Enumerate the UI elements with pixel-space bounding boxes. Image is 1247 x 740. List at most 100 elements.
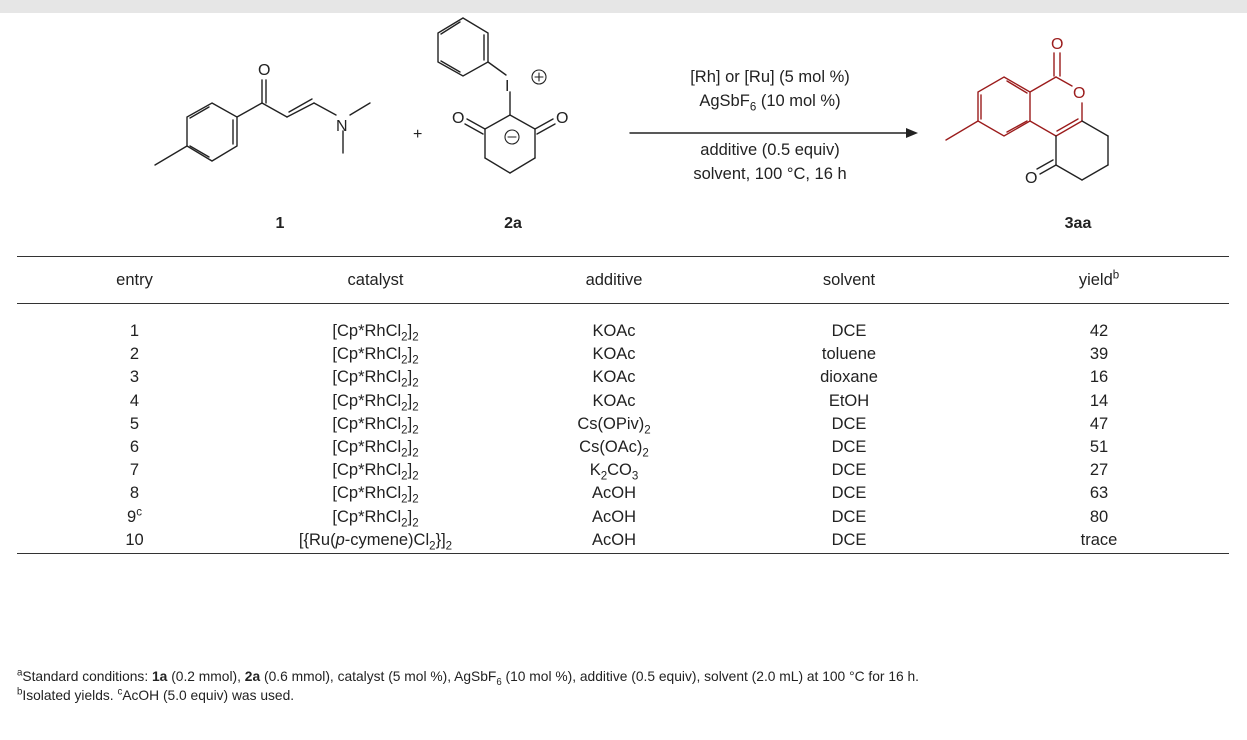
footnote-a-text-4: (10 mol %), additive (0.5 equiv), solven… bbox=[501, 669, 920, 684]
footnote-a-text-2: (0.2 mmol), bbox=[167, 669, 245, 684]
cell-entry: 4 bbox=[129, 391, 140, 410]
header-yield: yieldb bbox=[969, 256, 1229, 304]
cell-catalyst: [{Ru(p-cymene)Cl2}]2 bbox=[252, 528, 499, 554]
scheme-drawing: O N I O O + O O O bbox=[154, 17, 1109, 187]
footnote-c-text: AcOH (5.0 equiv) was used. bbox=[122, 688, 295, 703]
cell-additive: AcOH bbox=[499, 528, 729, 554]
cell-yield: trace bbox=[969, 528, 1229, 554]
conditions-loading: (10 mol %) bbox=[756, 92, 841, 110]
compound-label-3aa: 3aa bbox=[1064, 215, 1092, 232]
conditions-below-1: additive (0.5 equiv) bbox=[700, 141, 840, 159]
cell-solvent: dioxane bbox=[820, 368, 878, 387]
cell-solvent: toluene bbox=[821, 345, 877, 364]
footnote-bc: bIsolated yields. cAcOH (5.0 equiv) was … bbox=[17, 686, 1232, 705]
header-entry: entry bbox=[17, 256, 252, 304]
header-catalyst: catalyst bbox=[252, 256, 499, 304]
header-yield-text: yield bbox=[1078, 270, 1113, 289]
cell-catalyst: [Cp*RhCl2]2 bbox=[332, 368, 419, 390]
cell-additive: Cs(OAc)2 bbox=[579, 438, 649, 460]
footnote-a-text: Standard conditions: bbox=[22, 669, 152, 684]
cell-solvent: EtOH bbox=[828, 391, 870, 410]
table-row: 5 [Cp*RhCl2]2 Cs(OPiv)2 DCE 47 bbox=[17, 413, 1229, 436]
conditions-below-2: solvent, 100 °C, 16 h bbox=[693, 165, 847, 183]
atom-O-p-carbonyl: O bbox=[1051, 36, 1063, 53]
cell-yield: 63 bbox=[1089, 484, 1109, 503]
cell-entry: 1 bbox=[129, 322, 140, 341]
cell-catalyst: [Cp*RhCl2]2 bbox=[332, 345, 419, 367]
cell-catalyst: [Cp*RhCl2]2 bbox=[332, 414, 419, 437]
footnote-a-bold-2a: 2a bbox=[244, 669, 261, 684]
cell-additive: AcOH bbox=[591, 484, 636, 503]
cell-entry: 9c bbox=[127, 506, 142, 526]
atom-O-p-ring: O bbox=[1073, 85, 1085, 102]
cell-catalyst: [Cp*RhCl2]2 bbox=[332, 507, 419, 529]
cell-entry: 10 bbox=[17, 528, 252, 554]
footnote-a-bold-1a: 1a bbox=[152, 669, 168, 684]
cell-additive: KOAc bbox=[592, 345, 636, 364]
atom-O-r2-left: O bbox=[452, 110, 464, 127]
cell-additive: Cs(OPiv)2 bbox=[577, 414, 651, 437]
plus-sign: + bbox=[413, 126, 422, 143]
product-3aa-structure bbox=[945, 52, 1109, 181]
reaction-arrow bbox=[629, 128, 918, 138]
footnote-b-text: Isolated yields. bbox=[22, 688, 118, 703]
reactant-1-structure bbox=[154, 79, 371, 166]
cell-yield: 14 bbox=[1089, 391, 1109, 410]
table-row: 8 [Cp*RhCl2]2 AcOH DCE 63 bbox=[17, 482, 1229, 505]
footnote-c-mark: c bbox=[117, 686, 123, 698]
cell-solvent: DCE bbox=[831, 484, 867, 503]
optimization-table: entry catalyst additive solvent yieldb 1… bbox=[17, 256, 1229, 554]
cell-entry: 7 bbox=[129, 461, 140, 480]
conditions-above-1: [Rh] or [Ru] (5 mol %) bbox=[690, 68, 850, 86]
cell-catalyst: [Cp*RhCl2]2 bbox=[332, 391, 419, 413]
reactant-2a-structure bbox=[437, 17, 556, 174]
cell-catalyst: [Cp*RhCl2]2 bbox=[332, 438, 419, 460]
compound-label-1: 1 bbox=[275, 215, 285, 232]
cell-yield: 51 bbox=[1089, 438, 1109, 457]
cell-entry: 6 bbox=[129, 438, 140, 457]
cell-entry: 8 bbox=[129, 484, 140, 503]
cell-yield: 80 bbox=[1089, 507, 1109, 526]
cell-additive: KOAc bbox=[592, 368, 636, 387]
footnote-a: aStandard conditions: 1a (0.2 mmol), 2a … bbox=[17, 667, 1232, 687]
compound-label-2a: 2a bbox=[504, 215, 522, 232]
table-header-row: entry catalyst additive solvent yieldb bbox=[17, 256, 1229, 304]
cell-yield: 47 bbox=[1089, 414, 1109, 433]
cell-yield: 39 bbox=[1089, 345, 1109, 364]
header-solvent: solvent bbox=[729, 256, 969, 304]
table-row: 4 [Cp*RhCl2]2 KOAc EtOH 14 bbox=[17, 390, 1229, 413]
conditions-above-2: AgSbF6 (10 mol %) bbox=[625, 92, 915, 114]
cell-solvent: DCE bbox=[729, 528, 969, 554]
cell-additive: AcOH bbox=[591, 507, 636, 526]
table-row: 7 [Cp*RhCl2]2 K2CO3 DCE 27 bbox=[17, 459, 1229, 482]
cell-solvent: DCE bbox=[831, 507, 867, 526]
atom-O-r1: O bbox=[258, 62, 270, 79]
cell-additive: KOAc bbox=[592, 391, 636, 410]
conditions-sub: 6 bbox=[749, 101, 757, 114]
cell-additive: K2CO3 bbox=[589, 461, 639, 483]
cell-catalyst: [Cp*RhCl2]2 bbox=[332, 461, 419, 483]
top-bar bbox=[0, 0, 1247, 13]
table-row: 6 [Cp*RhCl2]2 Cs(OAc)2 DCE 51 bbox=[17, 436, 1229, 459]
cell-catalyst: [Cp*RhCl2]2 bbox=[332, 484, 419, 506]
cell-catalyst: [Cp*RhCl2]2 bbox=[332, 322, 419, 344]
cell-yield: 27 bbox=[1089, 461, 1109, 480]
footnotes: aStandard conditions: 1a (0.2 mmol), 2a … bbox=[17, 667, 1232, 705]
cell-solvent: DCE bbox=[831, 461, 867, 480]
reaction-scheme: O N I O O + O O O [Rh] or [Ru] (5 mol %)… bbox=[0, 13, 1247, 250]
table-row: 9c [Cp*RhCl2]2 AcOH DCE 80 bbox=[17, 506, 1229, 529]
footnote-a-mark: a bbox=[17, 667, 23, 679]
cell-solvent: DCE bbox=[831, 322, 867, 341]
atom-O-r2-right: O bbox=[556, 110, 568, 127]
cell-entry: 5 bbox=[129, 414, 140, 433]
cell-solvent: DCE bbox=[831, 414, 867, 433]
atom-I-r2: I bbox=[505, 78, 509, 95]
cell-solvent: DCE bbox=[831, 438, 867, 457]
cell-entry: 2 bbox=[129, 345, 140, 364]
header-additive: additive bbox=[499, 256, 729, 304]
table-row: 2 [Cp*RhCl2]2 KOAc toluene 39 bbox=[17, 343, 1229, 366]
